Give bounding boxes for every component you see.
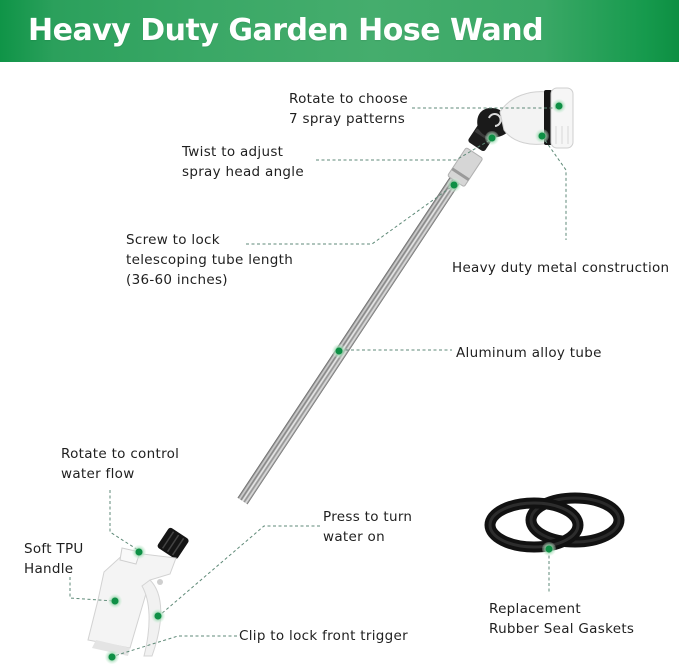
callout-text: telescoping tube length	[126, 252, 294, 268]
callout-text: 7 spray patterns	[289, 111, 406, 127]
callout-text: (36-60 inches)	[126, 272, 228, 288]
callout-text: Rotate to control	[61, 446, 180, 462]
marker-handle	[108, 594, 122, 608]
header-banner: Heavy Duty Garden Hose Wand	[0, 0, 679, 62]
callout-text: Screw to lock	[126, 232, 220, 248]
marker-metal	[535, 129, 549, 143]
callout-metal: Heavy duty metal construction	[452, 258, 669, 278]
rubber-gaskets	[484, 492, 625, 553]
callout-text: Handle	[24, 561, 74, 577]
marker-spray-patterns	[552, 99, 566, 113]
marker-water-flow	[132, 545, 146, 559]
pistol-grip-handle	[87, 547, 177, 657]
callout-text: Rubber Seal Gaskets	[489, 621, 635, 637]
callout-trigger: Press to turn water on	[323, 507, 412, 547]
callout-text: Soft TPU	[24, 541, 84, 557]
callout-text: Rotate to choose	[289, 91, 408, 107]
callout-text: Replacement	[489, 601, 582, 617]
marker-gaskets	[542, 542, 556, 556]
leader-lines	[69, 107, 567, 657]
handle-nut	[157, 527, 189, 559]
callout-text: Press to turn	[323, 509, 413, 525]
callout-head-angle: Twist to adjust spray head angle	[182, 142, 304, 182]
callout-text: spray head angle	[182, 164, 304, 180]
marker-aluminum	[332, 344, 346, 358]
callout-telescoping: Screw to lock telescoping tube length (3…	[126, 230, 293, 290]
page-title: Heavy Duty Garden Hose Wand	[28, 13, 544, 48]
marker-trigger	[151, 609, 165, 623]
callout-clip: Clip to lock front trigger	[239, 626, 408, 646]
callout-markers	[105, 99, 566, 664]
callout-text: Aluminum alloy tube	[456, 345, 602, 361]
marker-telescoping	[447, 178, 461, 192]
callout-handle: Soft TPU Handle	[24, 539, 84, 579]
callout-text: Twist to adjust	[182, 144, 284, 160]
callout-water-flow: Rotate to control water flow	[61, 444, 179, 484]
callout-text: water on	[323, 529, 385, 545]
aluminum-tube	[237, 176, 461, 505]
callout-text: Heavy duty metal construction	[452, 260, 670, 276]
marker-clip	[105, 650, 119, 664]
callout-spray-patterns: Rotate to choose 7 spray patterns	[289, 89, 408, 129]
marker-head-angle	[485, 131, 499, 145]
callout-gaskets: Replacement Rubber Seal Gaskets	[489, 599, 634, 639]
callout-aluminum: Aluminum alloy tube	[456, 343, 602, 363]
callout-text: water flow	[61, 466, 135, 482]
callout-text: Clip to lock front trigger	[239, 628, 408, 644]
